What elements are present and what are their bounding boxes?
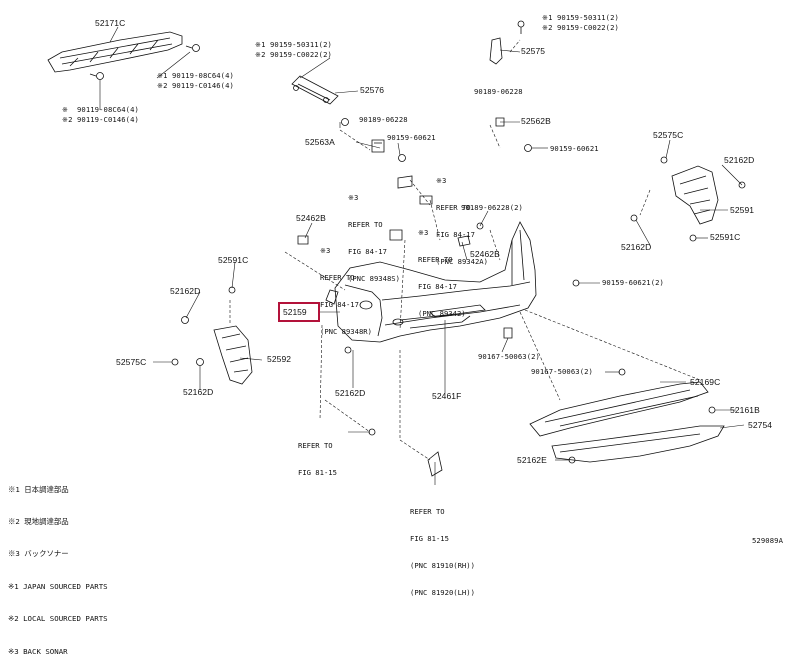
fastener-label[interactable]: ※1 90159-50311(2) (255, 40, 332, 49)
clips-drawing (341, 117, 532, 162)
part-label-52159-highlighted[interactable]: 52159 (278, 302, 320, 322)
reference-note: ※3 REFER TO FIG 84-17 (PNC 89348R) (320, 228, 372, 345)
reference-line: (PNC 89342A) (436, 257, 488, 266)
part-label-52754[interactable]: 52754 (748, 420, 773, 430)
fastener-label[interactable]: 90159-60621 (387, 133, 436, 142)
legend: ※1 日本調達部品 ※2 現地調達部品 ※3 バックソナー ※1 JAPAN S… (8, 463, 108, 668)
part-label-52576[interactable]: 52576 (360, 85, 385, 95)
reference-line: (PNC 81920(LH)) (410, 588, 475, 597)
fastener-label[interactable]: 90167-50063(2) (531, 367, 593, 376)
reference-line: REFER TO (298, 441, 333, 450)
part-label-52591[interactable]: 52591 (730, 205, 755, 215)
reference-line: (PNC 89348S) (348, 274, 400, 283)
reference-line: FIG 81-15 (298, 468, 337, 477)
part-label-52591C-left[interactable]: 52591C (218, 255, 249, 265)
part-label-52461F[interactable]: 52461F (432, 391, 462, 401)
bracket-52575-drawing (489, 20, 525, 65)
fastener-label[interactable]: 90167-50063(2) (478, 352, 540, 361)
reference-note: ※3 REFER TO FIG 84-17 (PNC 89348S) (348, 175, 400, 292)
fastener-label[interactable]: ※ 90119-08C64(4) (62, 105, 139, 114)
fastener-label[interactable]: ※1 90159-50311(2) (542, 13, 619, 22)
reference-line: ※3 (436, 176, 447, 185)
legend-line: ※1 日本調達部品 (8, 484, 69, 494)
reference-line: (PNC 89348R) (320, 327, 372, 336)
fastener-label[interactable]: 90159-60621(2) (602, 278, 664, 287)
leader-lines (99, 26, 745, 485)
part-label-52162E[interactable]: 52162E (517, 455, 547, 465)
highlighted-part-number: 52159 (283, 307, 307, 317)
fastener-label[interactable]: ※2 90159-C0022(2) (255, 50, 332, 59)
reference-line: REFER TO (348, 220, 383, 229)
part-label-52162D-right[interactable]: 52162D (621, 242, 652, 252)
part-label-52562B[interactable]: 52562B (521, 116, 551, 126)
legend-line: ※2 LOCAL SOURCED PARTS (8, 614, 108, 624)
reference-note: ※3 REFER TO FIG 84-17 (PNC 89342A) (436, 158, 488, 275)
side-bracket-right-drawing (630, 156, 746, 242)
fastener-label[interactable]: ※2 90119-C0146(4) (62, 115, 139, 124)
reference-line: REFER TO (320, 273, 355, 282)
reference-line: (PNC 81910(RH)) (410, 561, 475, 570)
reference-line: ※3 (348, 193, 359, 202)
reference-line: REFER TO (410, 507, 445, 516)
part-label-52575C-right[interactable]: 52575C (653, 130, 684, 140)
fastener-label[interactable]: ※1 90119-08C64(4) (157, 71, 234, 80)
parts-diagram-drawing (47, 20, 746, 485)
part-label-52462B-left[interactable]: 52462B (296, 213, 326, 223)
side-bracket-left-drawing (171, 286, 352, 385)
reinforcement-52171C-drawing (47, 31, 200, 80)
reference-note: ※3 REFER TO FIG 84-17 (PNC 89342) (418, 210, 466, 327)
fastener-label[interactable]: 90189-06228 (359, 115, 408, 124)
bracket-52576-drawing (291, 75, 339, 105)
assembly-dashed-lines (229, 39, 701, 461)
reference-line: ※3 (320, 246, 331, 255)
legend-line: ※3 バックソナー (8, 549, 69, 559)
lower-spoiler-drawing (529, 368, 725, 464)
part-label-52563A[interactable]: 52563A (305, 137, 335, 147)
reference-line: FIG 84-17 (418, 282, 457, 291)
fastener-label[interactable]: 90159-60621 (550, 144, 599, 153)
fastener-label[interactable]: ※2 90119-C0146(4) (157, 81, 234, 90)
legend-line: ※2 現地調達部品 (8, 516, 69, 526)
reference-line: ※3 (418, 228, 429, 237)
part-label-52462B-center[interactable]: 52462B (470, 249, 500, 259)
legend-line: ※1 JAPAN SOURCED PARTS (8, 581, 108, 591)
reflector-drawing (325, 289, 443, 477)
part-label-52162D-top-right[interactable]: 52162D (724, 155, 755, 165)
fastener-label[interactable]: 90189-06228(2) (461, 203, 523, 212)
sonar-sensors-drawing (297, 175, 433, 245)
reference-line: REFER TO (436, 203, 471, 212)
bumper-cover-52159-drawing (334, 221, 537, 343)
reference-line: FIG 84-17 (320, 300, 359, 309)
part-label-52162D-left[interactable]: 52162D (170, 286, 201, 296)
reference-note: REFER TO FIG 81-15 (298, 423, 337, 486)
part-label-52161B[interactable]: 52161B (730, 405, 760, 415)
part-label-52171C[interactable]: 52171C (95, 18, 126, 28)
reference-line: (PNC 89342) (418, 309, 466, 318)
pads-drawing (457, 222, 580, 339)
part-label-52162D-bottom[interactable]: 52162D (335, 388, 366, 398)
part-label-52575[interactable]: 52575 (521, 46, 546, 56)
fastener-label[interactable]: 90189-06228 (474, 87, 523, 96)
reference-line: FIG 84-17 (348, 247, 387, 256)
reference-line: FIG 84-17 (436, 230, 475, 239)
part-label-52592[interactable]: 52592 (267, 354, 292, 364)
reference-line: FIG 81-15 (410, 534, 449, 543)
part-label-52575C-left[interactable]: 52575C (116, 357, 147, 367)
reference-note: REFER TO FIG 81-15 (PNC 81910(RH)) (PNC … (410, 489, 475, 606)
reference-line: REFER TO (418, 255, 453, 264)
diagram-code: 529089A (752, 536, 783, 545)
part-label-52169C[interactable]: 52169C (690, 377, 721, 387)
part-label-52162D-bottom-left[interactable]: 52162D (183, 387, 214, 397)
part-label-52591C-right[interactable]: 52591C (710, 232, 741, 242)
legend-line: ※3 BACK SONAR (8, 646, 68, 656)
fastener-label[interactable]: ※2 90159-C0022(2) (542, 23, 619, 32)
